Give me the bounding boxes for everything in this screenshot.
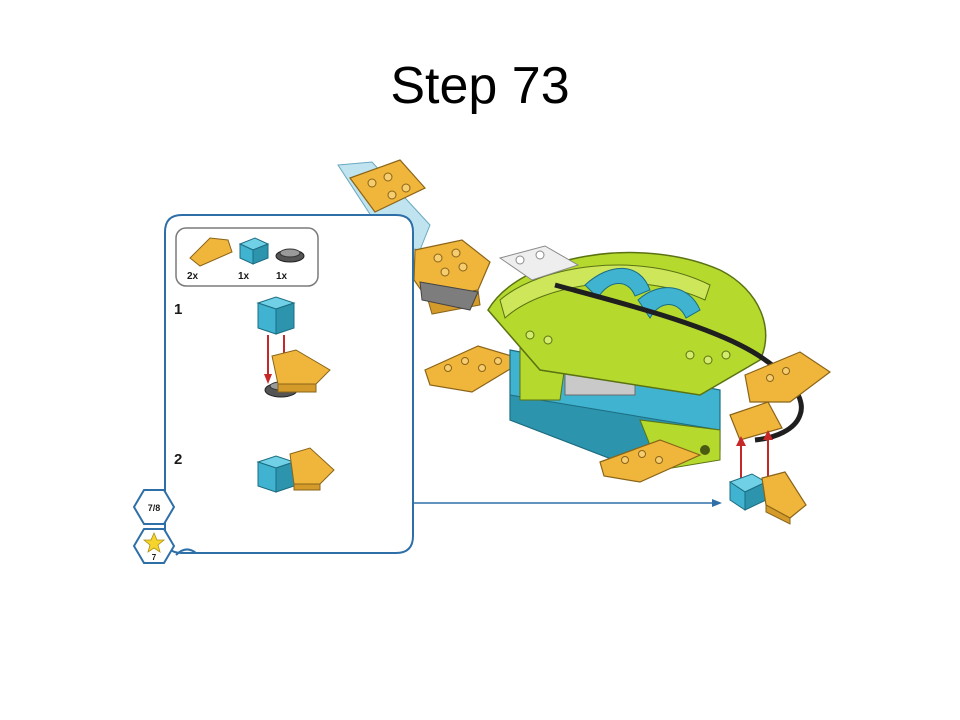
- parts-list: 2x 1x 1x: [175, 227, 319, 287]
- turtle-shell: [487, 245, 804, 443]
- substep-2-illustration: [256, 447, 335, 493]
- model-badge: 7: [132, 528, 176, 564]
- part-round-plate-icon: [275, 248, 305, 263]
- part-qty-label: 2x: [187, 271, 199, 282]
- star-icon: [142, 531, 166, 553]
- step-title: Step 73: [390, 57, 570, 115]
- substep-1-illustration: [256, 296, 331, 398]
- svg-text:7/8: 7/8: [148, 503, 161, 513]
- placed-subassembly: [728, 430, 807, 525]
- rear-slope-piece: [729, 401, 783, 441]
- callout-connector: [413, 499, 722, 507]
- substep-number: 1: [174, 301, 182, 318]
- turtle-model: [337, 159, 832, 483]
- page-badge: 7/8: [132, 489, 176, 525]
- callout-box: 2x 1x 1x 1 2: [164, 214, 414, 554]
- substep-number: 2: [174, 451, 182, 468]
- part-qty-label: 1x: [238, 271, 250, 282]
- back-left-leg: [599, 439, 702, 483]
- part-qty-label: 1x: [276, 271, 288, 282]
- front-left-leg: [424, 345, 527, 393]
- part-azure-brick-icon: [238, 237, 270, 265]
- svg-text:7: 7: [152, 553, 157, 562]
- extra-badge-edge: [175, 548, 197, 556]
- rear-right-flipper: [744, 351, 832, 403]
- part-yellow-slope-icon: [189, 237, 233, 267]
